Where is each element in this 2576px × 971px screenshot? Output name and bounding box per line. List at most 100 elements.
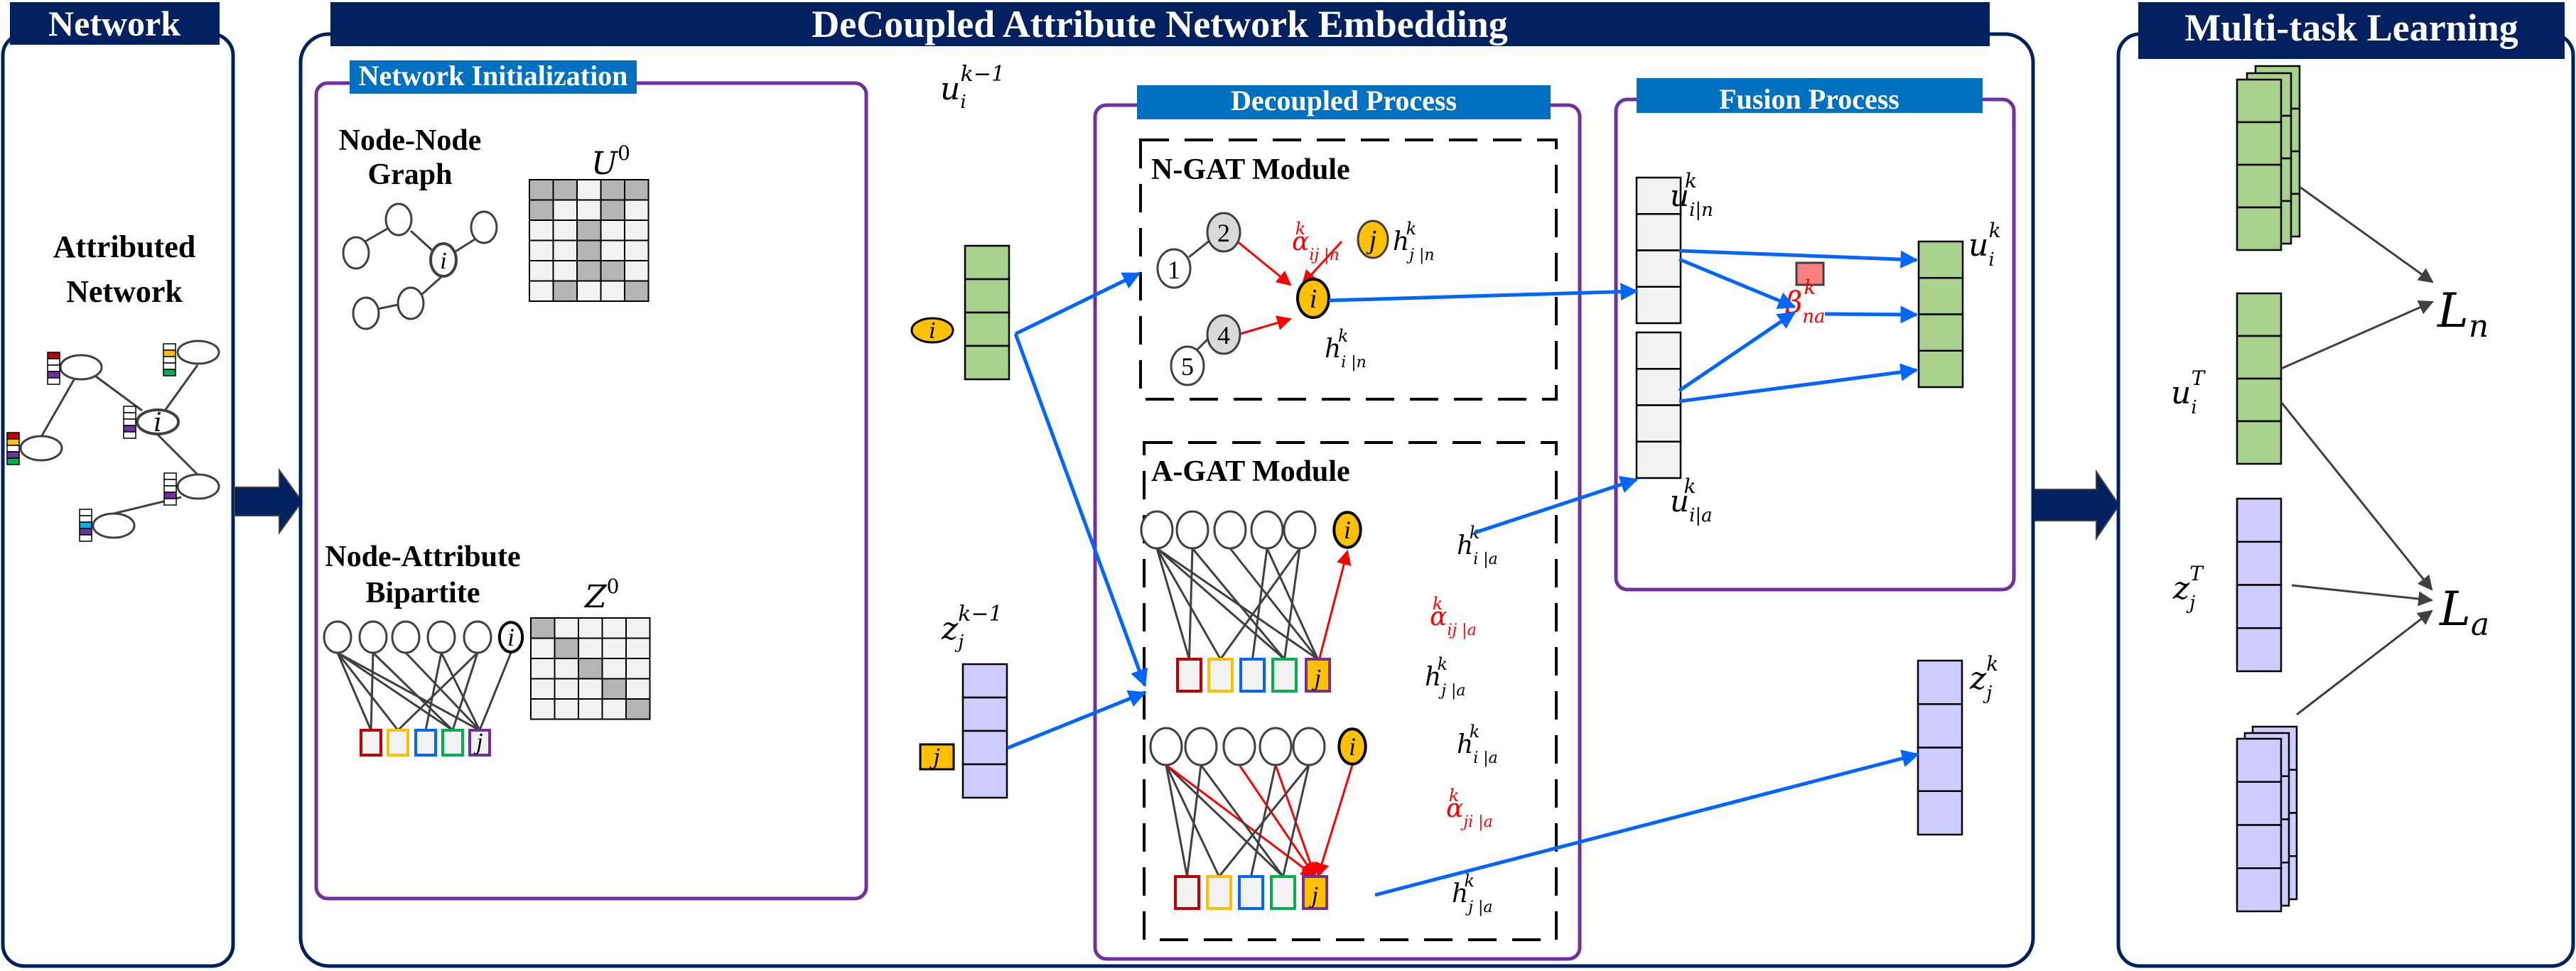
matrix-cell (576, 179, 602, 201)
vector-cell (964, 278, 1011, 314)
matrix-cell (625, 617, 651, 639)
bipartite-edge (440, 652, 481, 731)
node-i-badge (910, 317, 954, 344)
attribute-cell (163, 498, 177, 506)
matrix-cell (552, 239, 578, 261)
decoupled-title-banner (1137, 85, 1551, 119)
vector-cell (2236, 420, 2283, 465)
attribute-square (1302, 875, 1328, 910)
u-prev-label: uik−1 (940, 62, 1005, 113)
mtl-title-banner (2138, 2, 2565, 59)
u-out-vector (1917, 240, 1964, 389)
bipartite-edge (404, 651, 481, 732)
network-panel-border (1, 32, 235, 968)
attribute-square (1270, 875, 1296, 910)
attribute-cell (6, 451, 20, 459)
flow-u-to-agat (1013, 333, 1148, 688)
agat-h-i-lower-label: hi |ak (1457, 722, 1498, 767)
bipartite-node (358, 620, 388, 654)
matrix-cell (552, 219, 578, 242)
ngat-module-box (1139, 139, 1558, 401)
matrix-cell (530, 617, 556, 639)
mtl-panel-border (2116, 32, 2575, 968)
vector-cell (964, 311, 1011, 347)
u-a-label: ui|ak (1670, 474, 1713, 526)
agat-alpha-ji-label: αji |ak (1446, 786, 1493, 831)
graph-node (176, 473, 220, 500)
attribute-square (414, 729, 437, 756)
node-attribute-bipartite: ij (323, 620, 524, 756)
dane-title-banner (330, 2, 1990, 46)
bipartite-edge (1165, 764, 1188, 877)
vector-cell (2236, 206, 2283, 251)
attribute-cell (123, 418, 136, 426)
init-title: Network Initialization (359, 60, 628, 92)
u-T-label: uiT (2171, 367, 2206, 418)
matrix-cell (530, 637, 556, 659)
matrix-cell (552, 199, 578, 221)
matrix-cell (601, 637, 627, 659)
ngat-node-5: 5 (1181, 352, 1194, 381)
vector-cell (2236, 824, 2283, 869)
z-T-label: zjT (2172, 562, 2204, 614)
flow-z-to-agat (1007, 690, 1147, 750)
network-panel: Network Attributed Network i (1, 2, 235, 968)
bipartite-edge (1200, 764, 1284, 877)
network-title-banner (10, 2, 220, 45)
ngat-title: N-GAT Module (1151, 153, 1350, 186)
ngat-node-2: 2 (1217, 219, 1230, 247)
attribute-cell (6, 432, 20, 440)
matrix-cell (529, 280, 554, 302)
bipartite-node (1175, 510, 1209, 550)
bipartite-node-i-label: i (507, 623, 514, 651)
matrix-cell (600, 219, 625, 242)
bipartite-node (463, 620, 492, 654)
attribute-vector (6, 432, 20, 465)
bipartite-edge (1282, 764, 1310, 877)
matrix-cell (625, 698, 651, 720)
matrix-cell (624, 280, 650, 302)
z0-matrix (530, 617, 651, 720)
vector-cell (1917, 659, 1963, 705)
matrix-cell (554, 617, 579, 639)
z-prev-cells (961, 663, 1008, 799)
z-out-label: zjk (1969, 652, 1998, 704)
multitask-learning-panel: Multi-task Learning uiT zjT Ln La (2116, 2, 2575, 968)
attribute-cell (123, 425, 136, 433)
vector-cell (1917, 703, 1963, 749)
matrix-cell (529, 219, 554, 242)
flow-u-n-to-u-out (1678, 249, 1919, 268)
matrix-cell (578, 698, 603, 720)
matrix-cell (601, 617, 627, 639)
network-initialization-section: Network Initialization Node-Node Graph i… (314, 60, 868, 901)
attribute-cell (123, 406, 136, 413)
attribute-cell (79, 521, 92, 529)
flow-ngat-to-u-n (1328, 283, 1639, 303)
bipartite-node-i (1337, 727, 1367, 766)
node-node-graph (342, 202, 498, 330)
matrix-cell (576, 239, 602, 261)
bipartite-node-i-label: i (1344, 516, 1351, 544)
matrix-cell (601, 678, 627, 700)
bipartite-node (1250, 510, 1284, 550)
fusion-vectors (1635, 176, 1964, 479)
bipartite-node (1259, 727, 1293, 766)
attribute-square (1176, 658, 1202, 693)
vector-cell (1635, 286, 1682, 325)
matrix-cell (624, 260, 650, 282)
z-prev-label: zjk−1 (941, 602, 1003, 653)
matrix-cell (552, 280, 578, 302)
attribute-cell (123, 431, 136, 439)
attribute-cell (47, 377, 60, 385)
graph-node (176, 340, 220, 365)
vector-cell (1635, 176, 1682, 215)
ngat-h-i-label: hi |nk (1325, 326, 1367, 371)
vector-cell (1635, 249, 1682, 288)
vector-cell (1917, 747, 1963, 792)
ngat-node-4: 4 (1217, 321, 1230, 349)
vector-cell (961, 763, 1008, 799)
attention-edge (1315, 764, 1354, 879)
u-n-label: ui|nk (1670, 169, 1713, 221)
attribute-cell (163, 356, 176, 364)
mtl-title: Multi-task Learning (2184, 6, 2518, 49)
